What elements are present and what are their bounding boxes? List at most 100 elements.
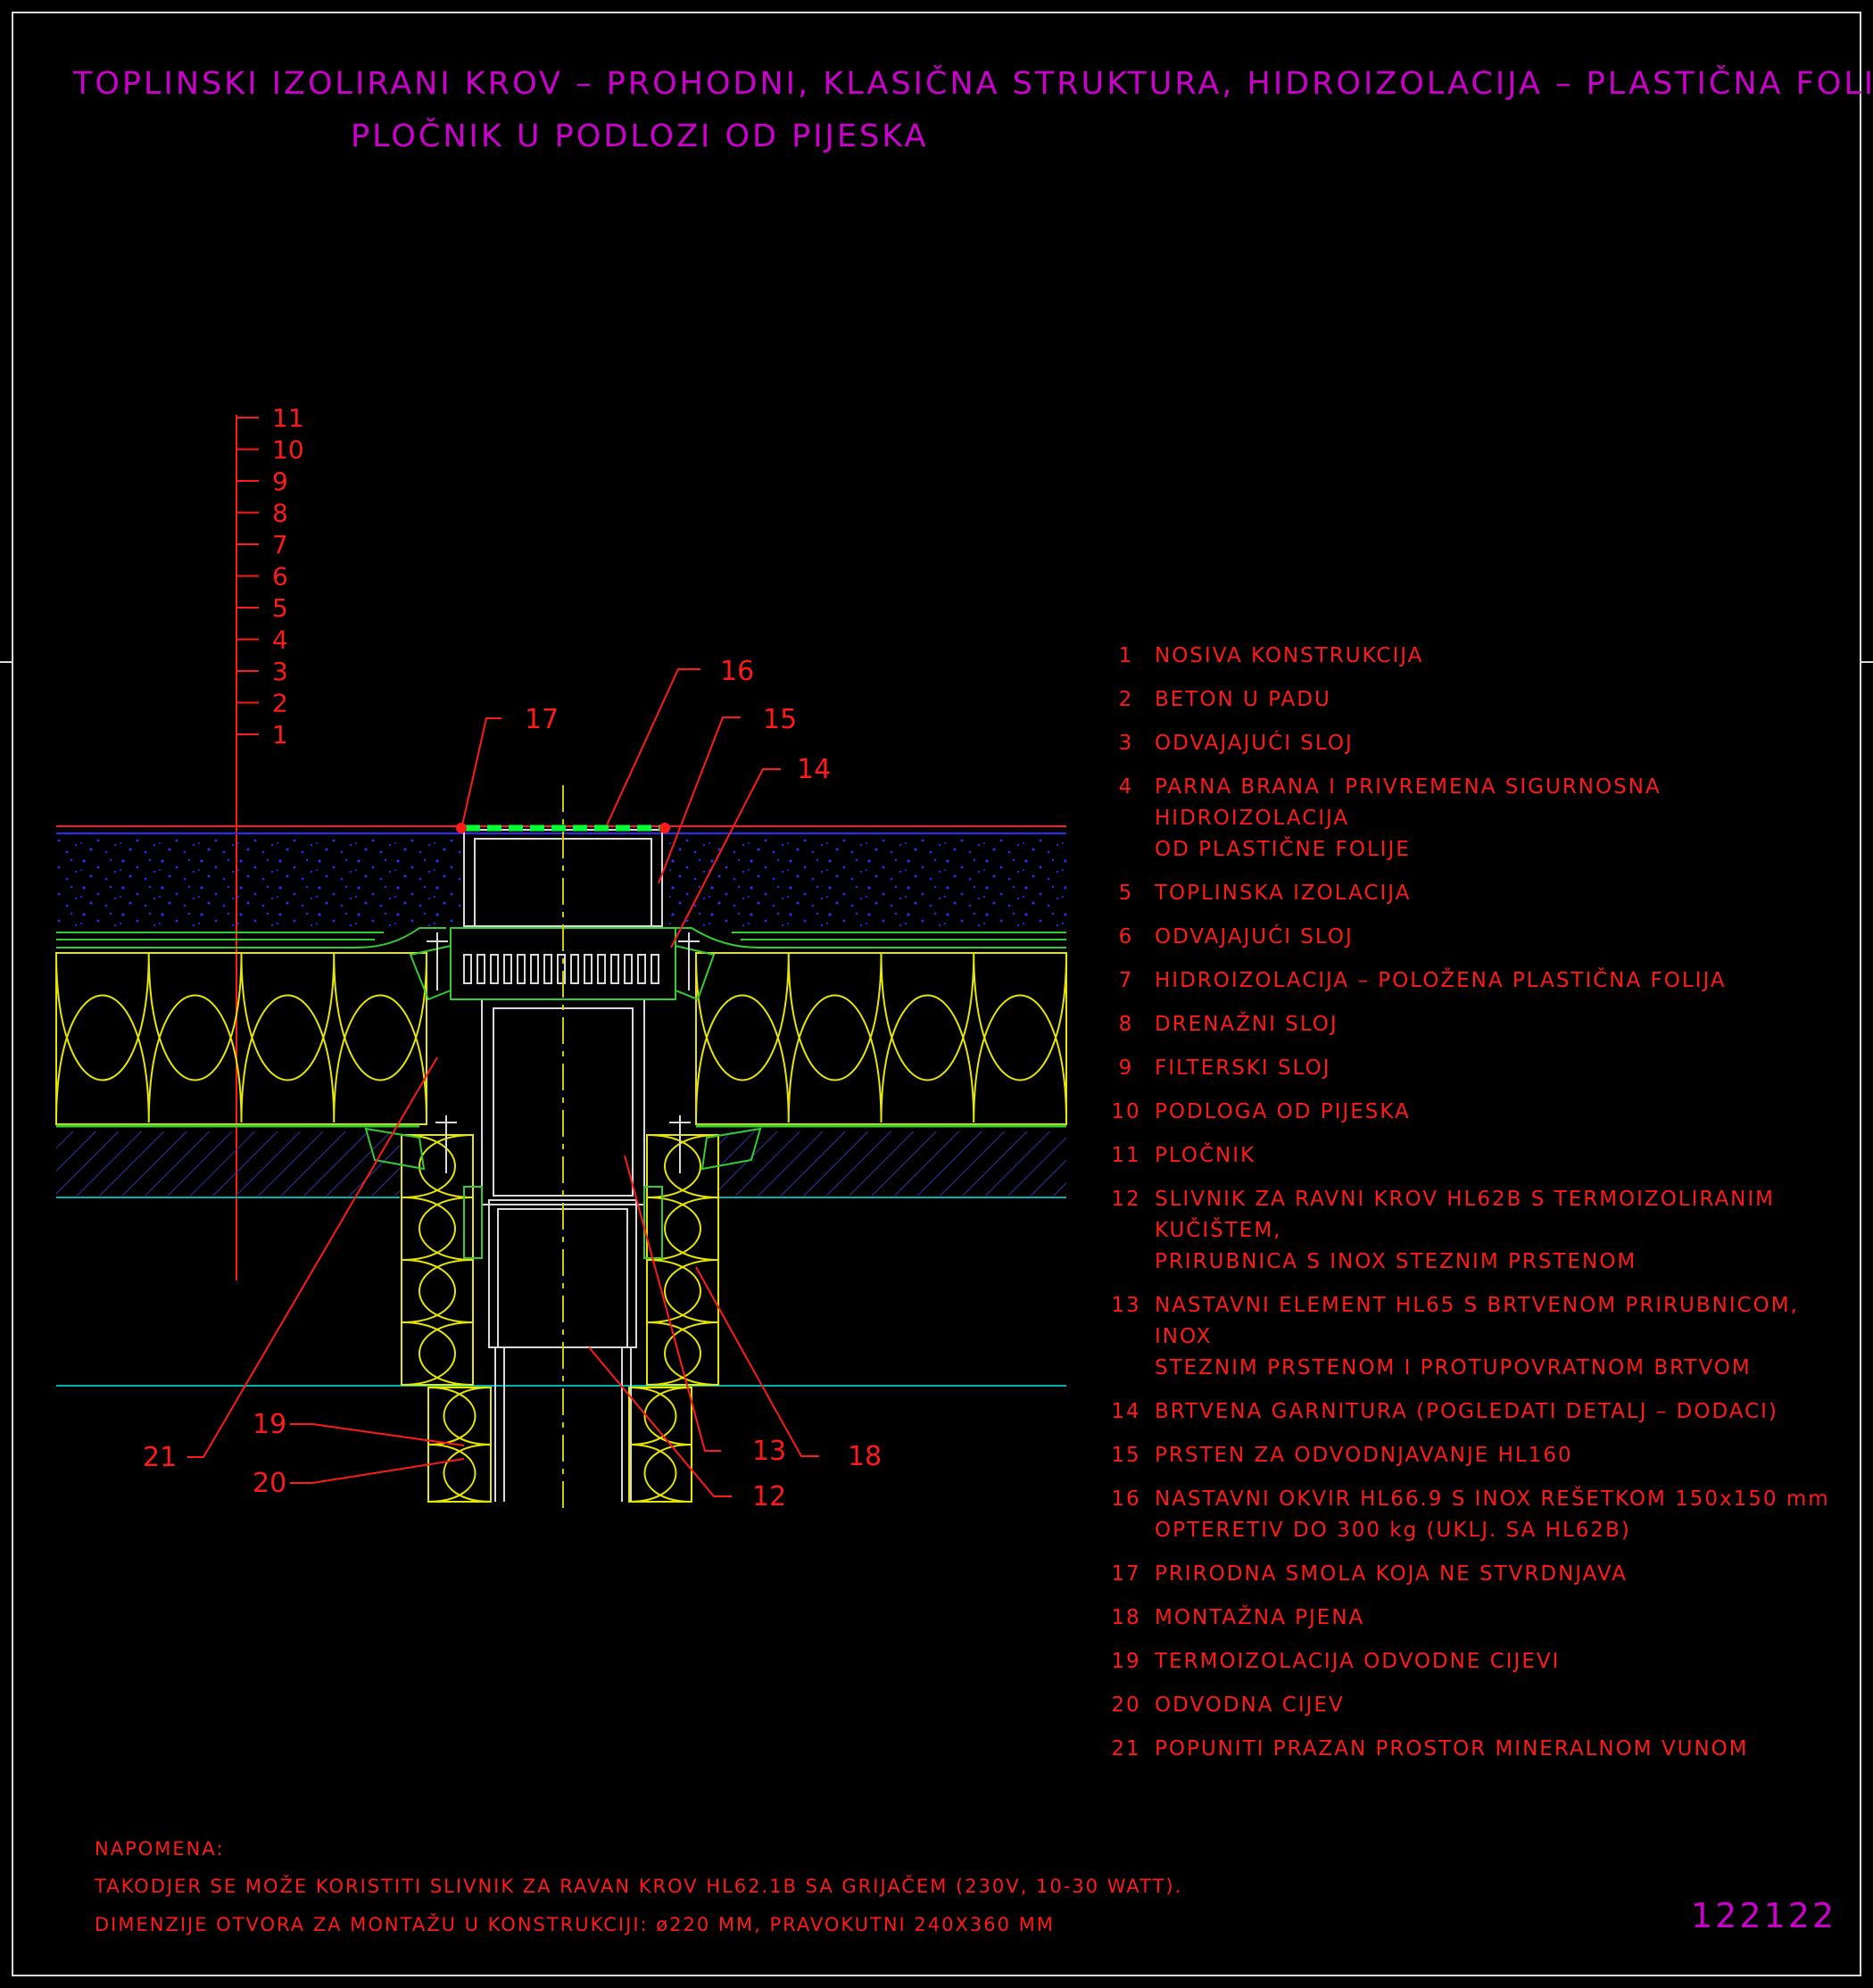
- legend-item: 8 DRENAŽNI SLOJ: [1098, 1009, 1856, 1040]
- legend-number: 5: [1118, 882, 1134, 905]
- legend-text: ODVAJAJUĆI SLOJ: [1155, 925, 1354, 948]
- layer-scale-label: 2: [272, 689, 288, 718]
- layer-scale-label: 8: [272, 499, 288, 528]
- legend-item: 13 NASTAVNI ELEMENT HL65 S BRTVENOM PRIRU…: [1098, 1290, 1856, 1384]
- callout-21: 21: [143, 1442, 177, 1473]
- legend-item: 18 MONTAŽNA PJENA: [1098, 1603, 1856, 1634]
- concrete-slope-left: [56, 1131, 400, 1196]
- legend-item: 10 PODLOGA OD PIJESKA: [1098, 1097, 1856, 1128]
- drainage-layers: [56, 927, 1066, 948]
- legend-item: 14 BRTVENA GARNITURA (POGLEDATI DETALJ – …: [1098, 1396, 1856, 1428]
- legend-item: 6 ODVAJAJUĆI SLOJ: [1098, 922, 1856, 953]
- legend-number: 8: [1118, 1013, 1134, 1036]
- legend-text: PODLOGA OD PIJESKA: [1155, 1100, 1411, 1123]
- legend-text: NASTAVNI ELEMENT HL65 S BRTVENOM PRIRUBN…: [1155, 1294, 1799, 1379]
- legend-text: TERMOIZOLACIJA ODVODNE CIJEVI: [1155, 1650, 1561, 1673]
- legend-number: 18: [1111, 1606, 1141, 1629]
- callout-16: 16: [720, 656, 754, 687]
- legend-text: NOSIVA KONSTRUKCIJA: [1155, 644, 1424, 667]
- resin-right: [659, 823, 670, 833]
- callout-17: 17: [525, 704, 559, 735]
- legend-text: DRENAŽNI SLOJ: [1155, 1013, 1338, 1036]
- drawing-code: 122122: [1691, 1896, 1837, 1935]
- legend-item: 5 TOPLINSKA IZOLACIJA: [1098, 878, 1856, 909]
- title-line-1: TOPLINSKI IZOLIRANI KROV – PROHODNI, KLA…: [73, 66, 1873, 102]
- note-line-2: DIMENZIJE OTVORA ZA MONTAŽU U KONSTRUKCI…: [95, 1914, 1055, 1935]
- sand-bed-left: [56, 837, 463, 928]
- legend-number: 10: [1111, 1100, 1141, 1123]
- layer-scale-label: 4: [272, 625, 288, 655]
- legend-number: 1: [1118, 644, 1134, 667]
- legend-number: 2: [1118, 688, 1134, 711]
- legend-item: 17 PRIRODNA SMOLA KOJA NE STVRDNJAVA: [1098, 1559, 1856, 1590]
- concrete-slope-right: [718, 1131, 1066, 1196]
- legend-item: 2 BETON U PADU: [1098, 684, 1856, 716]
- legend-text: ODVODNA CIJEV: [1155, 1694, 1345, 1717]
- legend-number: 15: [1111, 1444, 1141, 1467]
- title-line-2: PLOČNIK U PODLOZI OD PIJESKA: [351, 119, 929, 154]
- callout-19: 19: [253, 1409, 286, 1440]
- callout-14: 14: [797, 754, 831, 785]
- legend-text: SLIVNIK ZA RAVNI KROV HL62B S TERMOIZOLI…: [1155, 1188, 1776, 1273]
- layer-scale-label: 9: [272, 467, 288, 496]
- legend-number: 7: [1118, 969, 1134, 992]
- pipe-insulation: [401, 1134, 719, 1503]
- legend-text: FILTERSKI SLOJ: [1155, 1056, 1331, 1080]
- legend-item: 19 TERMOIZOLACIJA ODVODNE CIJEVI: [1098, 1646, 1856, 1677]
- legend-number: 4: [1118, 775, 1134, 799]
- clamp-nuts: [427, 932, 700, 1173]
- note-line-1: TAKODJER SE MOŽE KORISTITI SLIVNIK ZA RA…: [95, 1876, 1183, 1897]
- drainage-ring: [463, 954, 659, 984]
- thermal-insulation: [55, 952, 1067, 1125]
- legend-text: PRSTEN ZA ODVODNJAVANJE HL160: [1155, 1444, 1573, 1467]
- sheet-frame: [12, 12, 1861, 1976]
- legend-number: 20: [1111, 1694, 1141, 1717]
- legend-number: 3: [1118, 732, 1134, 755]
- layer-scale-label: 11: [272, 403, 304, 433]
- callout-15: 15: [763, 704, 797, 735]
- layer-scale-label: 7: [272, 530, 288, 559]
- legend-text: BETON U PADU: [1155, 688, 1331, 711]
- layer-scale-label: 6: [272, 562, 288, 592]
- callout-12: 12: [752, 1481, 786, 1512]
- legend-item: 20 ODVODNA CIJEV: [1098, 1690, 1856, 1721]
- legend-item: 4 PARNA BRANA I PRIVREMENA SIGURNOSNA HID…: [1098, 772, 1856, 866]
- legend-number: 12: [1111, 1188, 1141, 1211]
- legend-text: PARNA BRANA I PRIVREMENA SIGURNOSNA HIDR…: [1155, 775, 1662, 861]
- legend-text: MONTAŽNA PJENA: [1155, 1606, 1365, 1629]
- layer-scale-label: 5: [272, 593, 288, 623]
- legend-number: 14: [1111, 1400, 1141, 1423]
- resin-left: [456, 823, 467, 833]
- layer-scale-label: 3: [272, 657, 288, 686]
- legend-number: 19: [1111, 1650, 1141, 1673]
- legend-text: HIDROIZOLACIJA – POLOŽENA PLASTIČNA FOLI…: [1155, 969, 1727, 992]
- legend-number: 17: [1111, 1562, 1141, 1586]
- legend-text: BRTVENA GARNITURA (POGLEDATI DETALJ – DO…: [1155, 1400, 1778, 1423]
- legend-item: 7 HIDROIZOLACIJA – POLOŽENA PLASTIČNA FOL…: [1098, 965, 1856, 997]
- legend-number: 9: [1118, 1056, 1134, 1080]
- legend-number: 21: [1111, 1737, 1141, 1760]
- legend-item: 15 PRSTEN ZA ODVODNJAVANJE HL160: [1098, 1440, 1856, 1471]
- legend-item: 3 ODVAJAJUĆI SLOJ: [1098, 728, 1856, 759]
- legend-number: 6: [1118, 925, 1134, 948]
- legend-item: 12 SLIVNIK ZA RAVNI KROV HL62B S TERMOIZO…: [1098, 1184, 1856, 1278]
- layer-scale-label: 10: [272, 435, 304, 465]
- legend-text: ODVAJAJUĆI SLOJ: [1155, 732, 1354, 755]
- legend-item: 21 POPUNITI PRAZAN PROSTOR MINERALNOM VUN…: [1098, 1734, 1856, 1765]
- legend-text: NASTAVNI OKVIR HL66.9 S INOX REŠETKOM 15…: [1155, 1487, 1830, 1542]
- legend-text: TOPLINSKA IZOLACIJA: [1155, 882, 1412, 905]
- callout-leaders: [187, 668, 819, 1497]
- callout-18: 18: [848, 1441, 882, 1472]
- legend-item: 1 NOSIVA KONSTRUKCIJA: [1098, 641, 1856, 672]
- legend-text: PRIRODNA SMOLA KOJA NE STVRDNJAVA: [1155, 1562, 1628, 1586]
- callout-13: 13: [752, 1436, 786, 1467]
- note-heading: NAPOMENA:: [95, 1838, 225, 1860]
- legend-number: 13: [1111, 1294, 1141, 1317]
- legend-text: POPUNITI PRAZAN PROSTOR MINERALNOM VUNOM: [1155, 1737, 1749, 1760]
